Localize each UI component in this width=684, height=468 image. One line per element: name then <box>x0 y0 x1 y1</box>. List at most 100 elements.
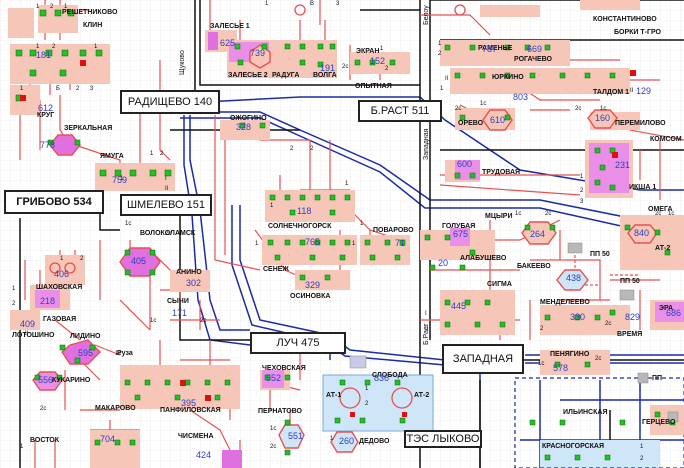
station-17-number[interactable]: 787 <box>482 44 497 54</box>
node-tes-lykovo[interactable]: ТЭС ЛЫКОВО <box>404 430 482 448</box>
svg-text:2с: 2с <box>545 211 551 217</box>
station-26-name: ИКША 1 <box>629 184 656 191</box>
station-36-name: МАКАРОВО <box>95 405 136 412</box>
station-53-name: ПЕНЯГИНО <box>550 351 590 358</box>
station-41-number[interactable]: 551 <box>288 431 303 441</box>
svg-text:I: I <box>165 176 167 182</box>
station-2-number[interactable]: 612 <box>38 103 53 113</box>
station-13-number[interactable]: 765 <box>305 237 320 247</box>
node-brast[interactable]: Б.РАСТ 511 <box>358 100 442 122</box>
svg-text:2: 2 <box>438 51 442 57</box>
station-30-number[interactable]: 409 <box>20 319 35 329</box>
station-24-name: КОМСОМ <box>650 136 682 143</box>
svg-text:1: 1 <box>365 386 369 392</box>
pp50-b-label: ПП 50 <box>620 278 640 285</box>
svg-text:1с: 1с <box>668 211 674 217</box>
station-15-name: ПОВАРОВО <box>373 227 414 234</box>
vert-zapadnaya: Западная <box>423 128 430 160</box>
station-52-number[interactable]: 686 <box>666 308 681 318</box>
station-6-number[interactable]: 739 <box>250 48 265 58</box>
station-26-number[interactable]: 231 <box>615 160 630 170</box>
station-22-number[interactable]: 610 <box>490 115 505 125</box>
vert-beloy: Белоу <box>423 5 430 25</box>
svg-text:1: 1 <box>120 176 124 182</box>
station-11-number[interactable]: 328 <box>236 122 251 132</box>
svg-text:II: II <box>445 76 449 82</box>
station-43-name: ДЕДОВО <box>359 438 390 445</box>
node-radishchevo[interactable]: РАДИЩЕВО 140 <box>120 90 220 114</box>
station-38-number[interactable]: 395 <box>181 398 196 408</box>
station-40-name: ЧЕХОВСКАЯ <box>262 365 306 372</box>
svg-text:1: 1 <box>150 151 154 157</box>
station-48-number[interactable]: 840 <box>634 228 649 238</box>
station-14-number[interactable]: 329 <box>305 280 320 290</box>
svg-text:3: 3 <box>336 1 340 7</box>
station-28-number[interactable]: 406 <box>54 269 69 279</box>
svg-text:2с: 2с <box>40 406 46 412</box>
station-39-number[interactable]: 424 <box>196 450 211 460</box>
station-36-number[interactable]: 704 <box>100 434 115 444</box>
station-31-number[interactable]: 302 <box>186 278 201 288</box>
station-4-number[interactable]: 759 <box>112 175 127 185</box>
station-32-number[interactable]: 171 <box>172 308 187 318</box>
station-3-number[interactable]: 778 <box>40 140 55 150</box>
station-40-number[interactable]: 552 <box>266 373 281 383</box>
station-42-number[interactable]: 836 <box>374 373 389 383</box>
station-49-number[interactable]: 445 <box>451 301 466 311</box>
station-1-number[interactable]: 181 <box>36 50 51 60</box>
station-47-name: БАКЕЕВО <box>517 263 551 270</box>
svg-text:Б: Б <box>56 86 60 92</box>
station-labels: РЕШЕТНИКОВОКЛИН181КРУГ612ЗЕРКАЛЬНАЯ778ЯМ… <box>12 9 682 460</box>
station-15-number[interactable]: 71 <box>395 238 405 248</box>
station-41-name: ПЕРНАТОВО <box>258 408 303 415</box>
svg-text:1с: 1с <box>150 318 156 324</box>
station-46-name: МЦЫРИ <box>485 213 513 220</box>
node-gribovo[interactable]: ГРИБОВО 534 <box>4 190 104 214</box>
station-5-number[interactable]: 625 <box>220 38 235 48</box>
node-shmelevo[interactable]: ШМЕЛЕВО 151 <box>120 194 212 216</box>
station-45-number[interactable]: 20 <box>438 258 448 268</box>
station-44-number[interactable]: 675 <box>453 229 468 239</box>
station-50-number[interactable]: 330 <box>570 312 585 322</box>
svg-text:1: 1 <box>20 444 24 450</box>
station-23-number[interactable]: 160 <box>595 113 610 123</box>
station-21-number[interactable]: 129 <box>636 86 651 96</box>
station-25-number[interactable]: 600 <box>457 159 472 169</box>
station-46-number[interactable]: 264 <box>530 229 545 239</box>
station-boxes <box>8 0 684 468</box>
svg-text:3: 3 <box>580 199 584 205</box>
at2-omega-label: АТ-2 <box>655 245 670 252</box>
station-33-number[interactable]: 595 <box>78 348 93 358</box>
svg-text:1: 1 <box>330 436 334 442</box>
station-8-number[interactable]: 191 <box>320 63 335 73</box>
station-30-name: ЛОТОШИНО <box>12 332 55 339</box>
at1-label: АТ-1 <box>326 392 341 399</box>
svg-text:2: 2 <box>80 256 84 262</box>
station-9-number[interactable]: 152 <box>370 56 385 66</box>
station-29-number[interactable]: 218 <box>40 296 55 306</box>
svg-text:1: 1 <box>36 4 40 10</box>
station-38-name: ПАНФИЛОВСКАЯ <box>160 407 221 414</box>
station-27-number[interactable]: 405 <box>131 256 146 266</box>
station-53-number[interactable]: 578 <box>553 363 568 373</box>
station-18-number[interactable]: 669 <box>527 44 542 54</box>
station-16-name: КОНСТАНТИНОВО <box>593 16 657 23</box>
station-25-name: ТРУДОВАЯ <box>482 169 520 176</box>
svg-text:2с: 2с <box>270 444 276 450</box>
node-zapadnaya[interactable]: ЗАПАДНАЯ <box>442 344 524 374</box>
station-34-name: Руза <box>117 350 133 357</box>
svg-text:1: 1 <box>36 44 40 50</box>
station-43-number[interactable]: 260 <box>339 436 354 446</box>
svg-text:2: 2 <box>290 146 294 152</box>
station-8-name: ВОЛГА <box>313 72 337 79</box>
station-29-name: ГАЗОВАЯ <box>43 316 76 323</box>
station-35-number[interactable]: 556 <box>38 375 53 385</box>
svg-text:2: 2 <box>640 456 644 462</box>
station-12-number[interactable]: 118 <box>297 206 311 216</box>
station-51-number[interactable]: 829 <box>625 312 640 322</box>
node-luch[interactable]: ЛУЧ 475 <box>250 332 346 354</box>
svg-text:II: II <box>425 326 429 332</box>
station-47-number[interactable]: 438 <box>566 273 581 283</box>
station-20-number[interactable]: 803 <box>513 92 528 102</box>
